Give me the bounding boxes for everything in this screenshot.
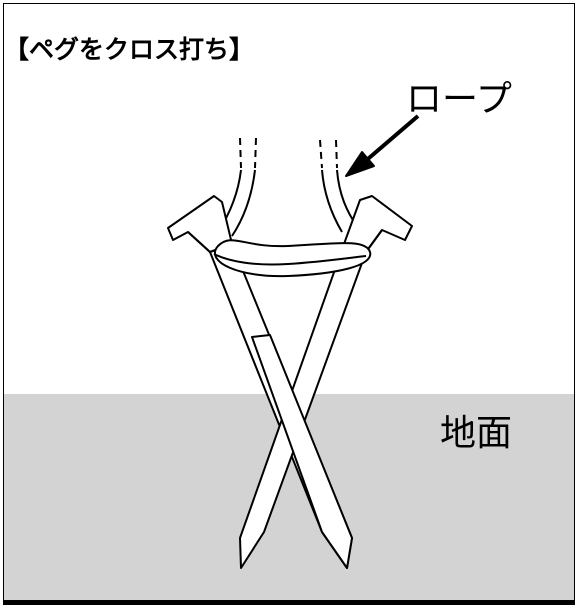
rope-icon bbox=[217, 137, 359, 237]
page-title: 【ペグをクロス打ち】 bbox=[4, 35, 255, 64]
rope-icon bbox=[213, 239, 372, 278]
bottom-border bbox=[3, 600, 575, 605]
arrow-icon bbox=[345, 114, 420, 177]
ground-label: 地面 bbox=[440, 413, 513, 454]
rope-label: ロープ bbox=[406, 79, 512, 120]
